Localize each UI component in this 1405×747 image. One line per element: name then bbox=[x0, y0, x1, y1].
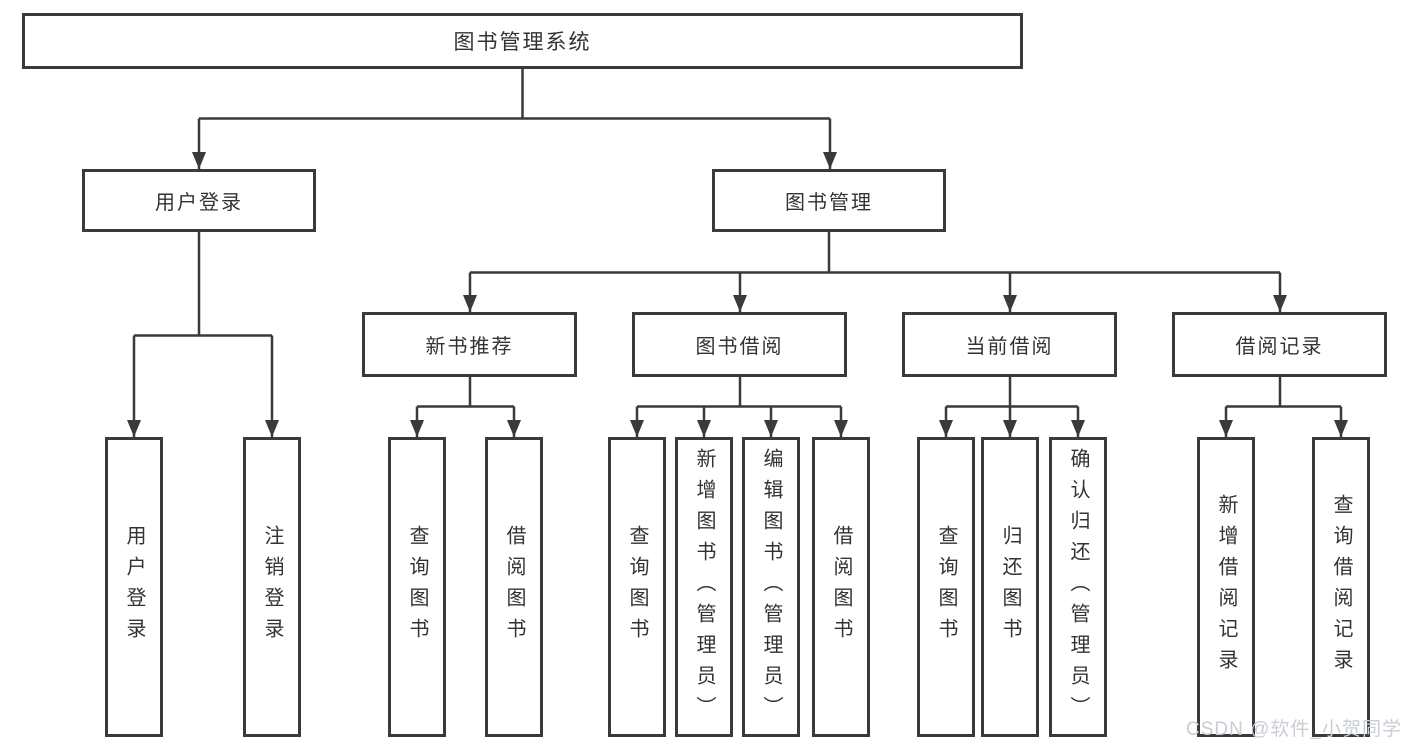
leaf-query-books-recommend: 查询图书 bbox=[388, 437, 446, 737]
node-library-management-system: 图书管理系统 bbox=[22, 13, 1023, 69]
node-borrowing-records: 借阅记录 bbox=[1172, 312, 1387, 377]
leaf-user-login: 用户登录 bbox=[105, 437, 163, 737]
node-book-management: 图书管理 bbox=[712, 169, 946, 232]
leaf-query-books-borrowing: 查询图书 bbox=[608, 437, 666, 737]
node-current-borrowing: 当前借阅 bbox=[902, 312, 1117, 377]
leaf-return-books: 归还图书 bbox=[981, 437, 1039, 737]
leaf-query-books-current: 查询图书 bbox=[917, 437, 975, 737]
leaf-query-borrow-record: 查询借阅记录 bbox=[1312, 437, 1370, 737]
leaf-borrow-books-recommend: 借阅图书 bbox=[485, 437, 543, 737]
node-book-borrowing: 图书借阅 bbox=[632, 312, 847, 377]
leaf-logout: 注销登录 bbox=[243, 437, 301, 737]
leaf-add-borrow-record: 新增借阅记录 bbox=[1197, 437, 1255, 737]
watermark: CSDN @软件_小贺同学 bbox=[1186, 719, 1402, 740]
leaf-add-books-admin: 新增图书（管理员） bbox=[675, 437, 733, 737]
leaf-edit-books-admin: 编辑图书（管理员） bbox=[742, 437, 800, 737]
leaf-confirm-return-admin: 确认归还（管理员） bbox=[1049, 437, 1107, 737]
node-user-login: 用户登录 bbox=[82, 169, 316, 232]
node-new-book-recommendation: 新书推荐 bbox=[362, 312, 577, 377]
leaf-borrow-books-borrowing: 借阅图书 bbox=[812, 437, 870, 737]
